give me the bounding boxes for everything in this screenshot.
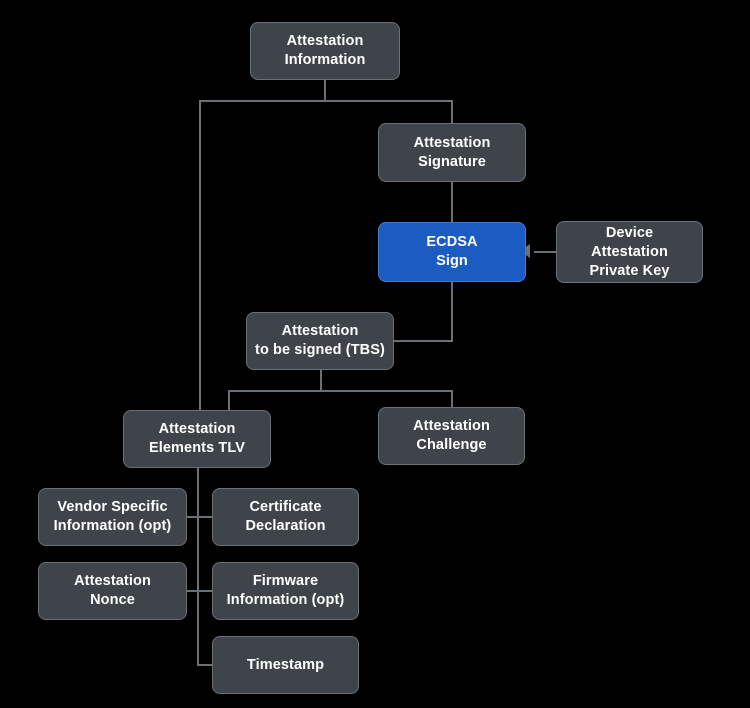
node-label-certificate-declaration: Certificate Declaration <box>245 499 326 534</box>
node-label-attestation-nonce: Attestation Nonce <box>74 573 151 608</box>
node-label-vendor-specific-information: Vendor Specific Information (opt) <box>53 499 172 534</box>
connector-info-down-stub <box>324 80 326 101</box>
node-label-attestation-information: Attestation Information <box>284 33 366 68</box>
connector-info-bus-left-drop <box>199 100 201 412</box>
node-attestation-challenge[interactable]: Attestation Challenge <box>378 407 525 465</box>
connector-ecdsa-to-tbs <box>394 340 453 342</box>
node-label-attestation-elements-tlv: Attestation Elements TLV <box>148 421 245 456</box>
node-certificate-declaration[interactable]: Certificate Declaration <box>212 488 359 546</box>
connector-signature-to-ecdsa <box>451 182 453 222</box>
connector-tlv-to-vendor <box>186 516 198 518</box>
node-label-firmware-information: Firmware Information (opt) <box>226 573 345 608</box>
node-device-attestation-private-key[interactable]: Device Attestation Private Key <box>556 221 703 283</box>
connector-tlv-down-trunk <box>197 468 199 665</box>
node-label-attestation-signature: Attestation Signature <box>413 134 491 170</box>
node-label-attestation-challenge: Attestation Challenge <box>413 418 490 453</box>
node-attestation-information[interactable]: Attestation Information <box>250 22 400 80</box>
node-firmware-information[interactable]: Firmware Information (opt) <box>212 562 359 620</box>
node-attestation-elements-tlv[interactable]: Attestation Elements TLV <box>123 410 271 468</box>
node-vendor-specific-information[interactable]: Vendor Specific Information (opt) <box>38 488 187 546</box>
connector-tbs-down <box>320 370 322 391</box>
node-label-ecdsa-sign: ECDSA Sign <box>426 234 478 269</box>
connector-info-bus <box>199 100 453 102</box>
node-label-timestamp: Timestamp <box>246 656 325 673</box>
node-attestation-nonce[interactable]: Attestation Nonce <box>38 562 187 620</box>
node-attestation-to-be-signed[interactable]: Attestation to be signed (TBS) <box>246 312 394 370</box>
connector-tlv-to-certificate <box>197 516 213 518</box>
connector-tbs-bus <box>228 390 452 392</box>
connector-tbs-bus-left-drop <box>228 390 230 411</box>
connector-tbs-bus-right-drop <box>451 390 453 408</box>
connector-tlv-to-nonce <box>186 590 198 592</box>
connector-info-bus-right-drop <box>451 100 453 123</box>
connector-privatekey-to-ecdsa <box>534 251 556 253</box>
connector-tlv-to-timestamp <box>197 664 213 666</box>
node-label-device-attestation-private-key: Device Attestation Private Key <box>589 224 670 279</box>
connector-ecdsa-down <box>451 282 453 341</box>
node-ecdsa-sign[interactable]: ECDSA Sign <box>378 222 526 282</box>
node-attestation-signature[interactable]: Attestation Signature <box>378 123 526 182</box>
node-label-attestation-to-be-signed: Attestation to be signed (TBS) <box>255 323 385 358</box>
connector-tlv-to-firmware <box>197 590 213 592</box>
node-timestamp[interactable]: Timestamp <box>212 636 359 694</box>
